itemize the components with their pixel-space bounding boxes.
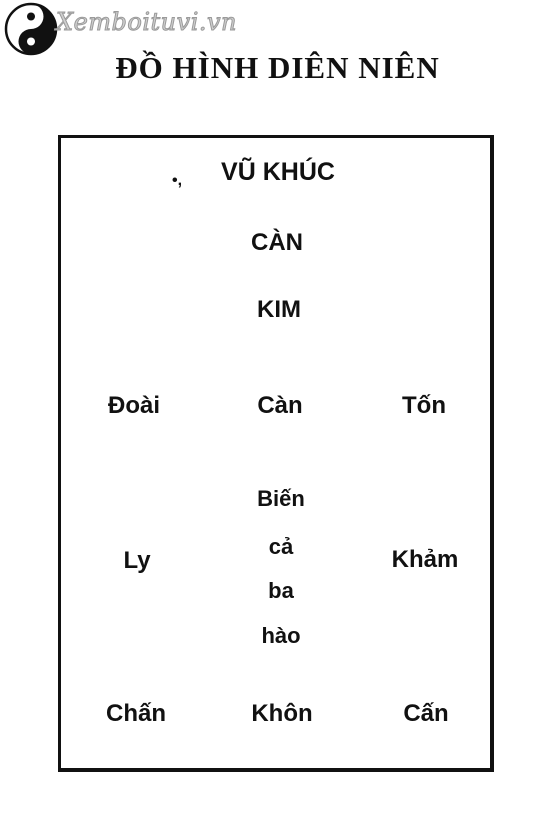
star-name: VŨ KHÚC [221, 158, 335, 186]
center-line-2: cả [268, 534, 294, 559]
grid-bottom-center: Khôn [251, 700, 313, 727]
diagram-frame [58, 135, 494, 772]
grid-bottom-left: Chấn [106, 700, 166, 727]
yin-yang-icon [4, 2, 58, 56]
center-line-3: ba [268, 578, 294, 603]
watermark-text: Xemboituvi.vn [55, 8, 238, 37]
element-name: KIM [257, 296, 301, 323]
center-line-4: hào [261, 623, 301, 648]
page-title: ĐỒ HÌNH DIÊN NIÊN [115, 50, 440, 85]
grid-top-center: Càn [257, 392, 303, 419]
star-mark-icon: •, [172, 172, 183, 189]
grid-middle-right: Khảm [391, 546, 459, 573]
grid-top-left: Đoài [107, 392, 161, 419]
site-logo: Xemboituvi.vn [4, 2, 274, 58]
grid-bottom-right: Cấn [403, 700, 449, 727]
center-line-1: Biến [257, 486, 305, 511]
trigram-name: CÀN [251, 229, 303, 256]
grid-top-right: Tốn [402, 392, 446, 419]
grid-middle-left: Ly [123, 547, 151, 574]
